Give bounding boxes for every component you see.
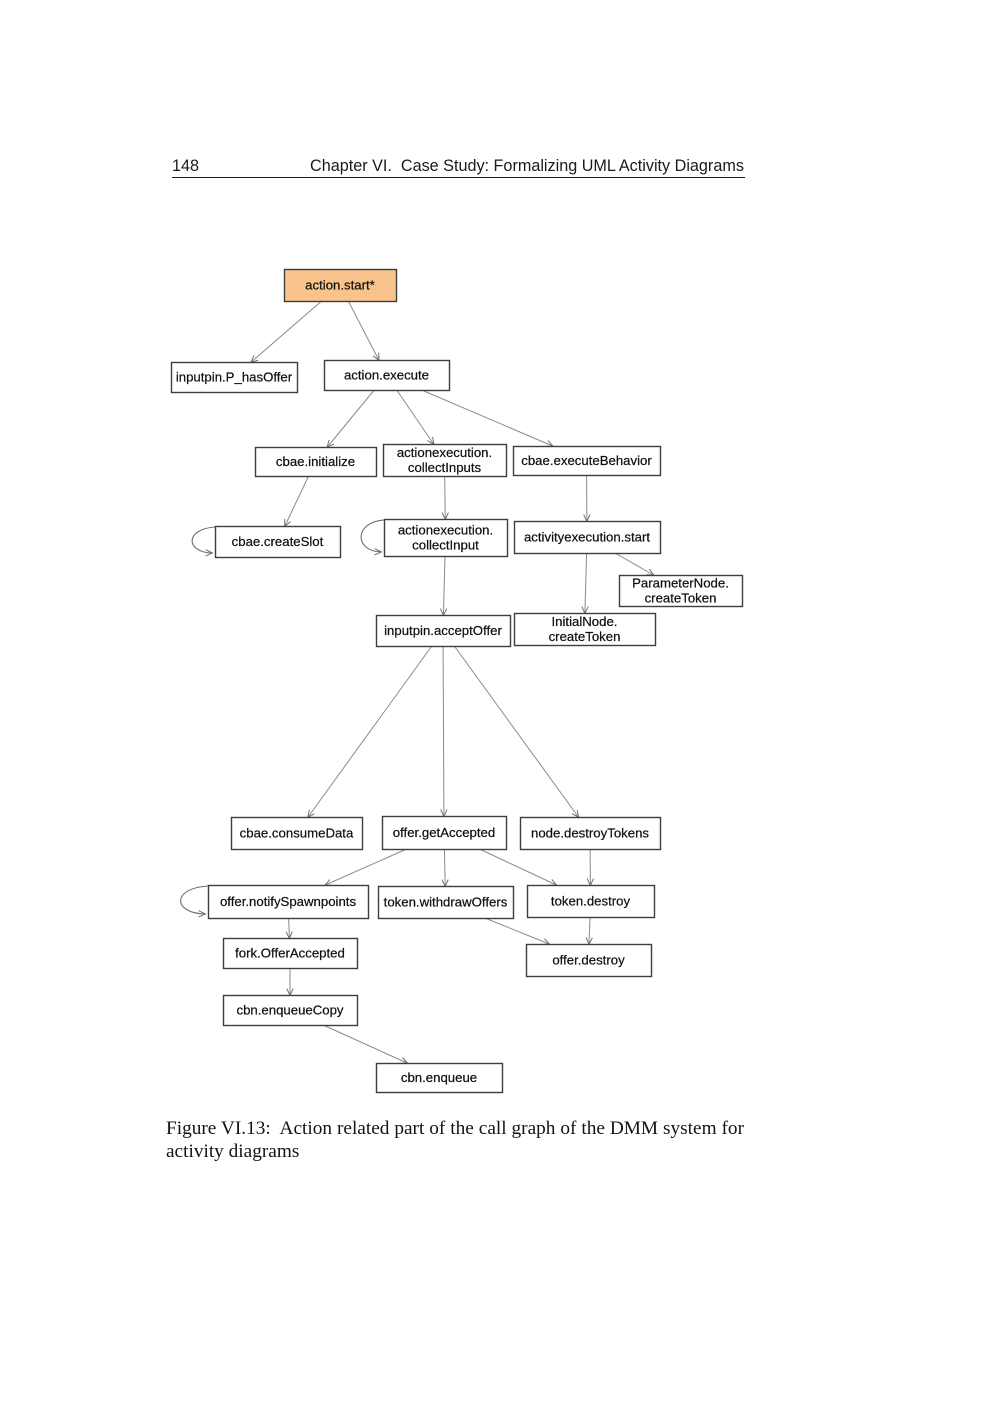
svg-text:createToken: createToken <box>549 629 621 644</box>
svg-text:token.withdrawOffers: token.withdrawOffers <box>384 895 508 910</box>
svg-text:actionexecution.: actionexecution. <box>397 445 492 460</box>
svg-text:actionexecution.: actionexecution. <box>398 523 493 538</box>
svg-text:offer.notifySpawnpoints: offer.notifySpawnpoints <box>220 894 357 909</box>
svg-text:collectInput: collectInput <box>412 538 479 553</box>
svg-text:cbn.enqueueCopy: cbn.enqueueCopy <box>236 1003 343 1018</box>
svg-text:InitialNode.: InitialNode. <box>552 614 618 629</box>
svg-text:offer.destroy: offer.destroy <box>552 953 625 968</box>
svg-text:cbn.enqueue: cbn.enqueue <box>401 1070 477 1085</box>
svg-text:action.execute: action.execute <box>344 368 429 383</box>
svg-text:cbae.consumeData: cbae.consumeData <box>240 826 354 841</box>
svg-text:cbae.createSlot: cbae.createSlot <box>232 534 324 549</box>
svg-text:offer.getAccepted: offer.getAccepted <box>393 825 495 840</box>
svg-text:inputpin.P_hasOffer: inputpin.P_hasOffer <box>176 370 293 385</box>
svg-text:inputpin.acceptOffer: inputpin.acceptOffer <box>384 623 502 638</box>
svg-text:collectInputs: collectInputs <box>408 460 482 475</box>
svg-text:token.destroy: token.destroy <box>551 894 631 909</box>
svg-text:cbae.initialize: cbae.initialize <box>276 454 355 469</box>
svg-text:createToken: createToken <box>645 591 717 606</box>
svg-text:activityexecution.start: activityexecution.start <box>524 530 650 545</box>
svg-text:cbae.executeBehavior: cbae.executeBehavior <box>521 453 652 468</box>
svg-text:action.start*: action.start* <box>305 278 375 293</box>
svg-text:fork.OfferAccepted: fork.OfferAccepted <box>235 946 345 961</box>
svg-text:ParameterNode.: ParameterNode. <box>632 576 729 591</box>
svg-text:node.destroyTokens: node.destroyTokens <box>531 826 649 841</box>
